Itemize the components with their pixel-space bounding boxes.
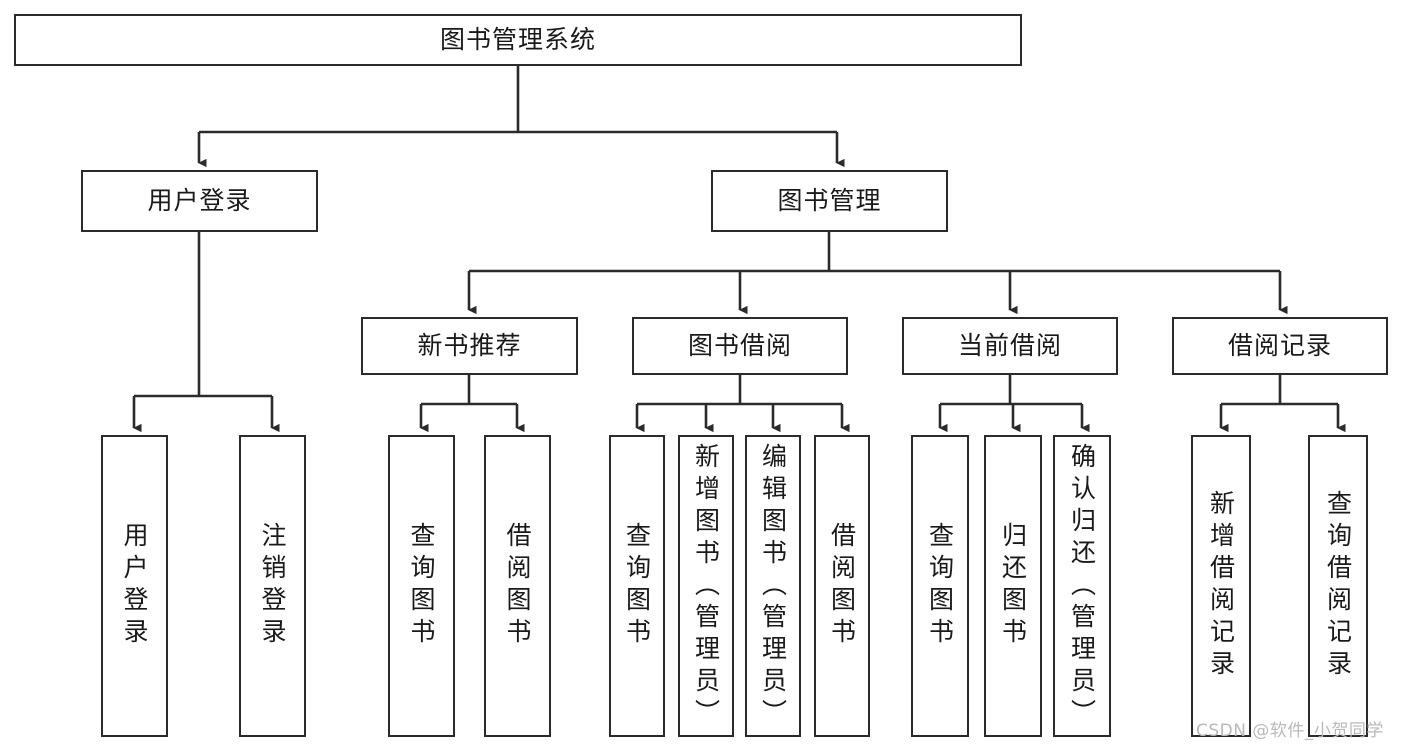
node-leaf-confirm-return-admin-label: 确认归还（管理员） <box>1067 443 1097 731</box>
node-book-management-label: 图书管理 <box>777 186 882 216</box>
node-book-borrow-label: 图书借阅 <box>687 331 792 361</box>
node-current-borrow-label: 当前借阅 <box>957 331 1062 361</box>
node-leaf-add-book-admin[interactable]: 新增图书（管理员） <box>678 435 734 737</box>
node-root[interactable]: 图书管理系统 <box>14 14 1022 66</box>
node-leaf-query-book-new[interactable]: 查询图书 <box>388 435 455 737</box>
node-current-borrow[interactable]: 当前借阅 <box>902 317 1118 375</box>
node-book-borrow[interactable]: 图书借阅 <box>632 317 848 375</box>
node-leaf-add-book-admin-label: 新增图书（管理员） <box>691 443 721 731</box>
node-leaf-borrow-book[interactable]: 借阅图书 <box>814 435 870 737</box>
node-leaf-borrow-book-new-label: 借阅图书 <box>503 522 532 650</box>
node-leaf-query-book-borrow-label: 查询图书 <box>622 522 652 650</box>
node-borrow-records[interactable]: 借阅记录 <box>1172 317 1388 375</box>
node-leaf-query-book-borrow[interactable]: 查询图书 <box>609 435 665 737</box>
node-user-login-label: 用户登录 <box>147 186 252 216</box>
node-new-book-recommend[interactable]: 新书推荐 <box>361 317 578 375</box>
node-leaf-confirm-return-admin[interactable]: 确认归还（管理员） <box>1053 435 1111 737</box>
node-leaf-user-login-label: 用户登录 <box>120 522 149 650</box>
node-leaf-borrow-book-new[interactable]: 借阅图书 <box>484 435 551 737</box>
node-leaf-add-borrow-record-label: 新增借阅记录 <box>1206 490 1236 682</box>
node-leaf-return-book-label: 归还图书 <box>998 522 1028 650</box>
node-leaf-query-book-current-label: 查询图书 <box>925 522 955 650</box>
node-leaf-add-borrow-record[interactable]: 新增借阅记录 <box>1191 435 1251 737</box>
node-book-management[interactable]: 图书管理 <box>711 170 948 232</box>
node-leaf-query-book-new-label: 查询图书 <box>407 522 436 650</box>
node-leaf-logout-login-label: 注销登录 <box>258 522 287 650</box>
node-leaf-user-login[interactable]: 用户登录 <box>101 435 168 737</box>
node-leaf-query-borrow-record-label: 查询借阅记录 <box>1323 490 1353 682</box>
node-leaf-query-book-current[interactable]: 查询图书 <box>911 435 969 737</box>
node-leaf-edit-book-admin-label: 编辑图书（管理员） <box>758 443 788 731</box>
node-leaf-query-borrow-record[interactable]: 查询借阅记录 <box>1308 435 1368 737</box>
node-borrow-records-label: 借阅记录 <box>1227 331 1332 361</box>
node-leaf-edit-book-admin[interactable]: 编辑图书（管理员） <box>745 435 801 737</box>
node-leaf-borrow-book-label: 借阅图书 <box>827 522 857 650</box>
node-new-book-recommend-label: 新书推荐 <box>417 331 522 361</box>
node-user-login[interactable]: 用户登录 <box>81 170 318 232</box>
node-leaf-return-book[interactable]: 归还图书 <box>984 435 1042 737</box>
watermark-text: CSDN @软件_小贺同学 <box>1196 721 1384 741</box>
node-leaf-logout-login[interactable]: 注销登录 <box>239 435 306 737</box>
node-root-label: 图书管理系统 <box>439 25 596 55</box>
